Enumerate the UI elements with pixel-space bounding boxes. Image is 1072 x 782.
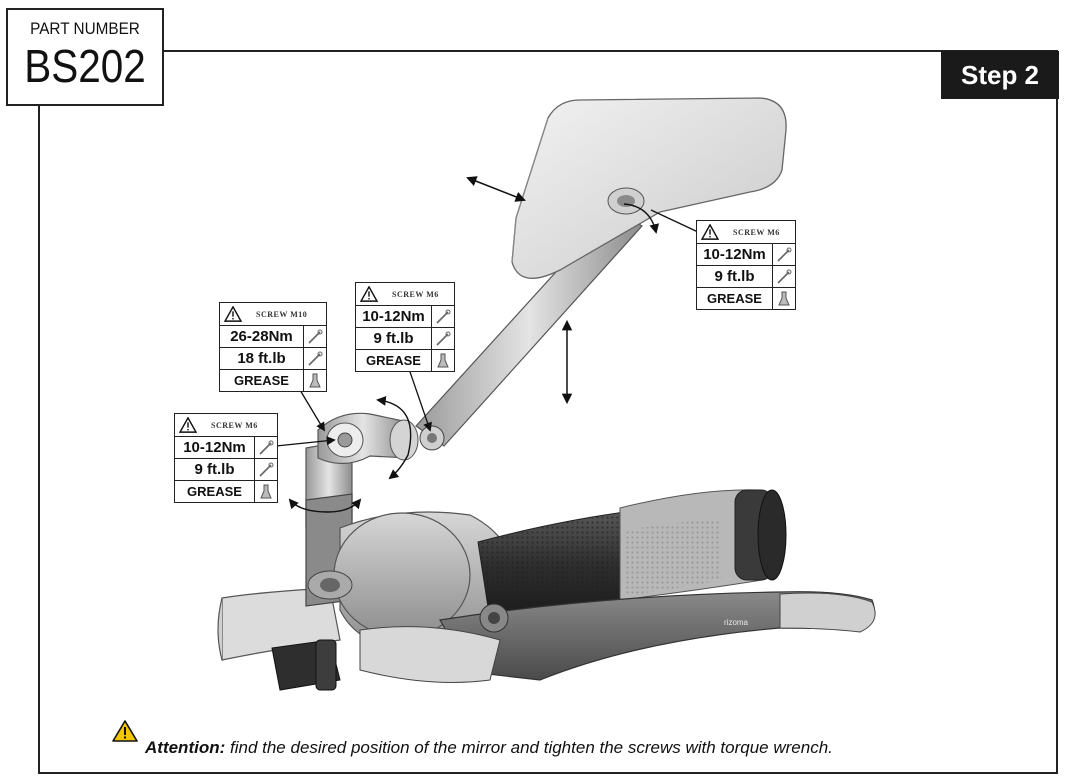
lever-brand-text: rizoma (724, 618, 749, 627)
attention-note: Attention: find the desired position of … (112, 716, 972, 758)
spec-box-mirror-head: SCREW M6 10-12Nm 9 ft.lb GREASE (696, 220, 796, 310)
part-number-value: BS202 (24, 40, 146, 92)
spec-screw-label: SCREW M10 (256, 309, 308, 319)
spec-lubricant: GREASE (220, 370, 304, 391)
spec-screw-label: SCREW M6 (392, 289, 439, 299)
part-number-label: PART NUMBER (30, 19, 140, 38)
spec-torque-ftlb: 9 ft.lb (356, 328, 432, 349)
spec-screw-label: SCREW M6 (733, 227, 780, 237)
torque-wrench-icon (304, 348, 326, 369)
grease-tube-icon (432, 350, 454, 371)
spec-box-rod-joint: SCREW M6 10-12Nm 9 ft.lb GREASE (355, 282, 455, 372)
spec-box-base: SCREW M6 10-12Nm 9 ft.lb GREASE (174, 413, 278, 503)
spec-torque-nm: 26-28Nm (220, 326, 304, 347)
torque-wrench-icon (255, 437, 277, 458)
spec-torque-nm: 10-12Nm (356, 306, 432, 327)
warning-triangle-icon (224, 306, 242, 322)
grease-tube-icon (255, 481, 277, 502)
warning-triangle-icon (360, 286, 378, 302)
spec-torque-ftlb: 9 ft.lb (175, 459, 255, 480)
grease-tube-icon (304, 370, 326, 391)
spec-lubricant: GREASE (175, 481, 255, 502)
torque-wrench-icon (255, 459, 277, 480)
grease-tube-icon (773, 288, 795, 309)
spec-screw-label: SCREW M6 (211, 420, 258, 430)
warning-triangle-icon (179, 417, 197, 433)
torque-wrench-icon (773, 244, 795, 265)
attention-message: find the desired position of the mirror … (230, 738, 833, 757)
spec-box-elbow: SCREW M10 26-28Nm 18 ft.lb GREASE (219, 302, 327, 392)
step-badge: Step 2 (941, 51, 1059, 99)
spec-torque-nm: 10-12Nm (697, 244, 773, 265)
warning-triangle-icon (112, 720, 138, 742)
spec-torque-ftlb: 9 ft.lb (697, 266, 773, 287)
spec-lubricant: GREASE (697, 288, 773, 309)
torque-wrench-icon (304, 326, 326, 347)
page-frame (38, 50, 1058, 774)
attention-text: Attention: find the desired position of … (145, 738, 833, 758)
spec-torque-nm: 10-12Nm (175, 437, 255, 458)
attention-label: Attention: (145, 738, 226, 757)
torque-wrench-icon (432, 328, 454, 349)
torque-wrench-icon (773, 266, 795, 287)
spec-lubricant: GREASE (356, 350, 432, 371)
part-number-box: PART NUMBER BS202 (6, 8, 164, 106)
torque-wrench-icon (432, 306, 454, 327)
warning-triangle-icon (701, 224, 719, 240)
spec-torque-ftlb: 18 ft.lb (220, 348, 304, 369)
